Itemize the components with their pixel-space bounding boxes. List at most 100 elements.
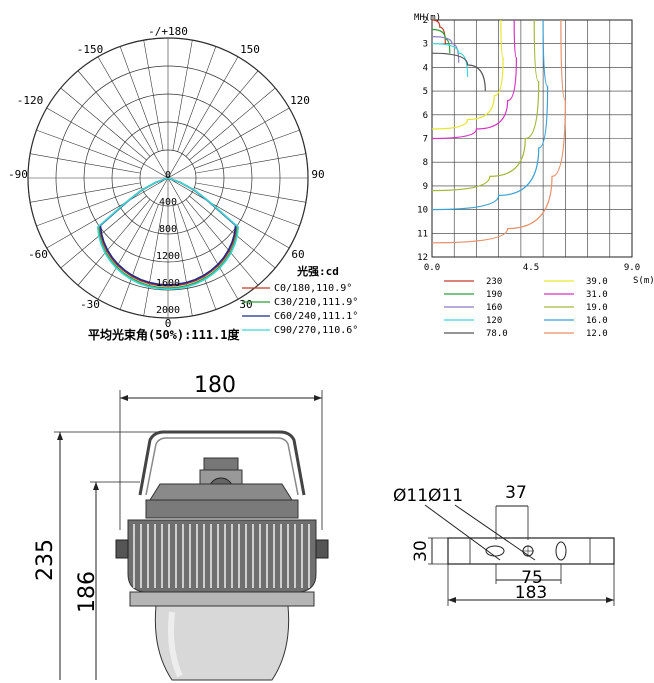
spacing-label: 37 <box>505 483 527 503</box>
polar-light-distribution: -/+180 -150 150 -120 120 -90 90 -60 60 -… <box>8 25 358 342</box>
y-tick-5: 5 <box>423 87 428 97</box>
polar-spoke <box>189 87 276 161</box>
chart-grid <box>431 19 633 258</box>
polar-spoke <box>46 177 169 249</box>
arrow-left <box>120 395 128 401</box>
angle-label-0: 0 <box>165 317 172 330</box>
y-tick-9: 9 <box>423 182 428 192</box>
series-line-78.0 <box>431 52 486 92</box>
base-band <box>129 591 315 607</box>
beam-angle-footer: 平均光束角(50%):111.1度 <box>88 327 240 342</box>
polar-curve-3 <box>96 177 240 291</box>
legend-c0: C0/180,110.9° <box>274 283 352 294</box>
series-line-31.0 <box>431 19 518 140</box>
chart-series <box>431 19 566 244</box>
radial-label-0: 0 <box>165 170 171 181</box>
angle-label-m120: -120 <box>17 94 44 107</box>
y-tick-11: 11 <box>417 229 428 239</box>
length-label: 183 <box>515 583 547 603</box>
height-label: 30 <box>411 540 431 562</box>
polar-spoke <box>97 177 169 300</box>
legend-label-19.0: 19.0 <box>586 303 608 313</box>
bracket-slot-right <box>555 541 567 561</box>
polar-spoke <box>46 107 169 179</box>
legend-title: 光强:cd <box>296 264 339 278</box>
legend-label-39.0: 39.0 <box>586 277 608 287</box>
y-tick-4: 4 <box>423 63 428 73</box>
polar-spoke <box>185 199 259 286</box>
polar-spoke <box>143 40 164 151</box>
series-line-19.0 <box>431 19 540 192</box>
body-height-label: 186 <box>75 571 100 613</box>
polar-spoke <box>119 204 159 310</box>
hanging-bracket-inner <box>145 437 299 496</box>
upper-housing <box>149 483 293 501</box>
arrow-top-186 <box>93 482 99 490</box>
angle-label-m60: -60 <box>28 248 48 261</box>
y-tick-7: 7 <box>423 135 428 145</box>
legend-c60: C60/240,111.1° <box>274 311 358 322</box>
polar-curves <box>96 177 240 291</box>
polar-spoke <box>195 182 306 203</box>
y-tick-2: 2 <box>423 16 428 26</box>
y-axis-label: MH(m) <box>414 13 441 23</box>
polar-spoke <box>77 199 151 286</box>
series-line-230 <box>431 19 446 44</box>
polar-spoke <box>177 46 217 152</box>
polar-spoke <box>172 205 193 316</box>
x-tick-9: 9.0 <box>624 263 640 273</box>
leader-hole2 <box>454 504 536 561</box>
angle-label-m30: -30 <box>80 298 100 311</box>
arrow-top-235 <box>57 432 63 440</box>
arrow-183-right <box>606 597 614 603</box>
polar-spoke <box>77 70 151 157</box>
angle-label-p120: 120 <box>290 94 310 107</box>
angle-label-m150: -150 <box>77 43 104 56</box>
junction-cap <box>203 457 239 471</box>
glass-dome <box>154 605 290 681</box>
legend-label-78.0: 78.0 <box>486 329 508 339</box>
side-bolt-right <box>315 539 329 559</box>
legend-label-31.0: 31.0 <box>586 290 608 300</box>
legend-label-12.0: 12.0 <box>586 329 608 339</box>
polar-spoke <box>60 87 147 161</box>
polar-spoke <box>143 205 164 316</box>
side-bolt-left <box>115 539 129 559</box>
y-tick-12: 12 <box>417 253 428 263</box>
y-tick-8: 8 <box>423 158 428 168</box>
series-line-120 <box>431 43 469 77</box>
polar-spoke <box>185 70 259 157</box>
polar-spoke <box>189 195 276 269</box>
hole1-label: Ø11 <box>393 486 428 506</box>
polar-spoke <box>194 187 300 227</box>
mounting-bracket-detail: Ø11 Ø11 37 30 75 183 <box>393 483 615 606</box>
polar-spoke <box>30 153 141 174</box>
dome-highlight <box>168 611 183 678</box>
polar-spoke <box>119 46 159 152</box>
radial-label-400: 400 <box>159 197 177 208</box>
legend-c30: C30/210,111.9° <box>274 297 358 308</box>
polar-spoke <box>60 195 147 269</box>
luminaire-side-view: 180 235 186 <box>33 373 329 681</box>
arrow-183-left <box>448 597 456 603</box>
angle-label-m90: -90 <box>8 168 28 181</box>
angle-label-180: -/+180 <box>148 25 188 38</box>
leader-hole1 <box>424 504 501 561</box>
width-dimension-label: 180 <box>194 373 236 398</box>
series-line-16.0 <box>431 19 549 211</box>
angle-label-p60: 60 <box>291 248 304 261</box>
polar-legend: C0/180,110.9° C30/210,111.9° C60/240,111… <box>242 283 358 336</box>
hole-center-label: 75 <box>521 568 543 588</box>
hanging-bracket <box>138 430 306 496</box>
legend-label-160: 160 <box>486 303 502 313</box>
total-height-label: 235 <box>33 539 58 581</box>
legend-label-120: 120 <box>486 316 502 326</box>
radial-label-2000: 2000 <box>156 305 180 316</box>
series-line-39.0 <box>431 19 504 130</box>
x-tick-0: 0.0 <box>424 263 440 273</box>
heat-sink-fins <box>133 524 310 588</box>
